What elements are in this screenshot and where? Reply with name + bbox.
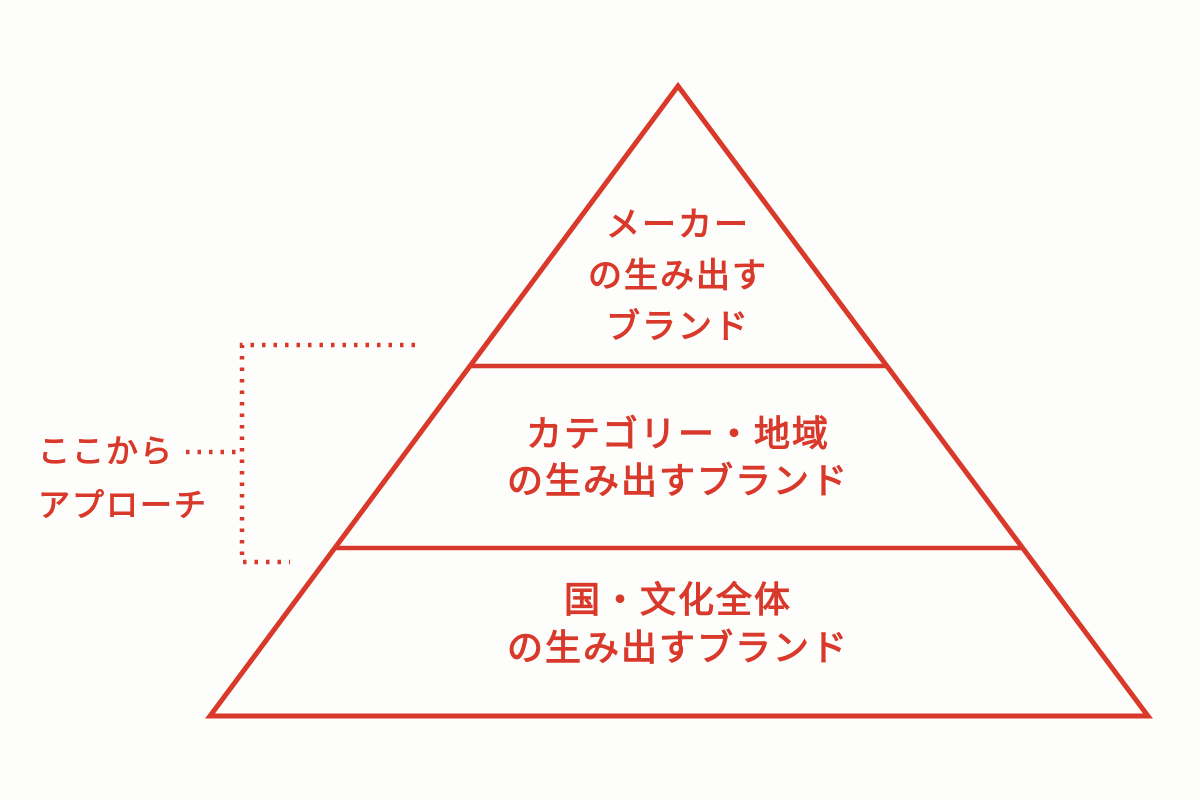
tier-middle-label-line-1: カテゴリー・地域 xyxy=(525,414,830,455)
tier-top-label: メーカー の生み出す ブランド xyxy=(478,200,878,353)
pyramid-outline xyxy=(205,81,1153,719)
tier-bottom-label-line-2: の生み出すブランド xyxy=(506,628,849,669)
tier-top-label-line-1: メーカー xyxy=(606,205,750,245)
tier-middle-label: カテゴリー・地域 の生み出すブランド xyxy=(428,411,928,505)
tier-bottom-label: 国・文化全体 の生み出すブランド xyxy=(398,577,958,673)
tier-middle-label-line-2: の生み出すブランド xyxy=(506,461,849,502)
tier-bottom-label-line-1: 国・文化全体 xyxy=(563,580,792,621)
tier-top-label-line-2: の生み出す xyxy=(588,256,768,296)
annotation-label-line-2: アプローチ xyxy=(38,486,209,524)
annotation-label: ここから アプローチ xyxy=(38,424,238,532)
annotation-label-line-1: ここから xyxy=(38,432,175,470)
tier-top-label-line-3: ブランド xyxy=(606,307,750,347)
bracket-dotted-line xyxy=(239,342,415,565)
